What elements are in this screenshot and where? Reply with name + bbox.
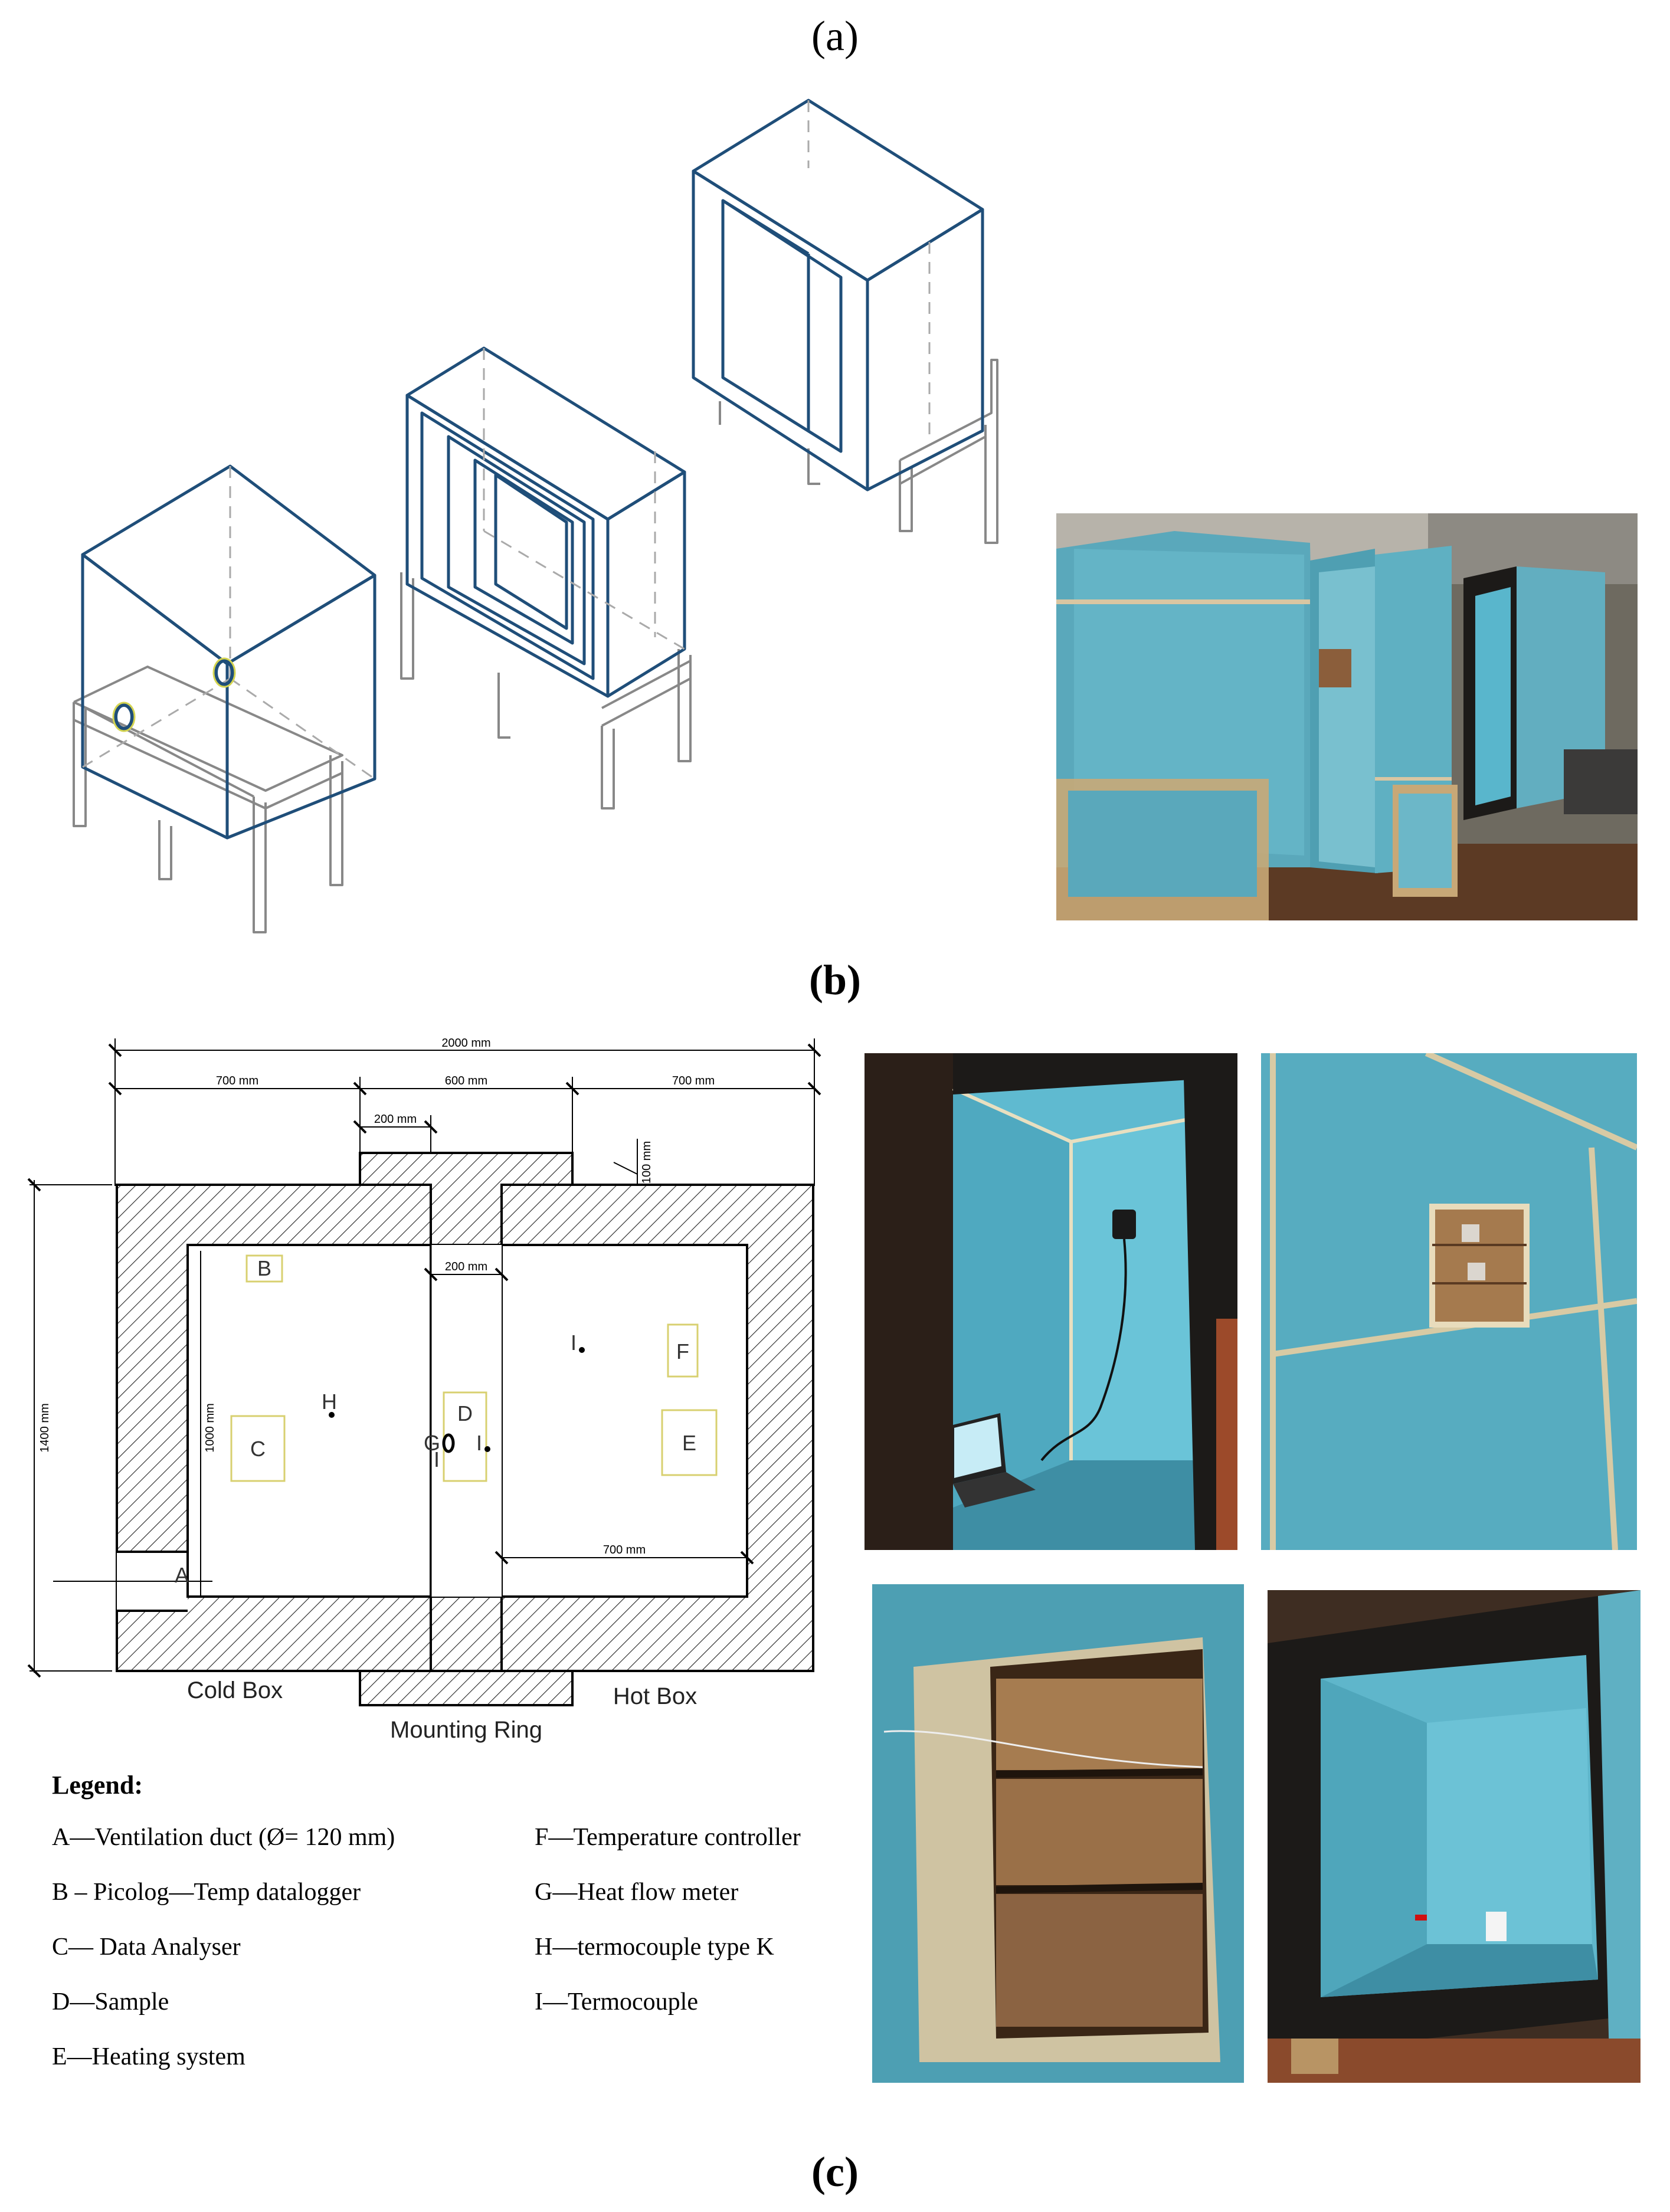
marker-c-box (230, 1415, 286, 1482)
mounting-ring-name: Mounting Ring (390, 1717, 542, 1743)
photo-sample-installed (1261, 1053, 1637, 1550)
marker-e-box (661, 1409, 718, 1476)
legend-item-b: B – Picolog—Temp datalogger (52, 1879, 361, 1906)
legend: Legend: A—Ventilation duct (Ø= 120 mm) B… (52, 1770, 866, 2089)
legend-item-c: C— Data Analyser (52, 1934, 241, 1961)
legend-item-g: G—Heat flow meter (535, 1879, 739, 1906)
section-drawing: 2000 mm 700 mm 600 mm 700 mm 200 mm 200 … (27, 1037, 821, 1743)
label-e: E (682, 1431, 696, 1455)
dim-hot: 700 mm (672, 1074, 715, 1087)
dim-ring-inner: 200 mm (445, 1260, 487, 1273)
legend-item-a: A—Ventilation duct (Ø= 120 mm) (52, 1824, 395, 1851)
label-d: D (457, 1401, 473, 1425)
cold-box-name: Cold Box (187, 1677, 283, 1703)
cold-box-iso (73, 464, 376, 933)
marker-d-box (443, 1391, 487, 1482)
legend-item-h: H—termocouple type K (535, 1934, 774, 1961)
hot-box-name: Hot Box (613, 1683, 697, 1709)
legend-item-f: F—Temperature controller (535, 1824, 801, 1851)
label-i-cold: I (434, 1447, 440, 1472)
panel-label-b: (b) (809, 956, 861, 1004)
dim-hot-inner: 700 mm (603, 1544, 646, 1556)
dim-offset: 100 mm (640, 1141, 653, 1184)
photo-hot-box-interior (1268, 1590, 1640, 2083)
dim-ring: 600 mm (445, 1074, 487, 1087)
dim-height: 1400 mm (38, 1403, 51, 1452)
isometric-boxes-drawing (73, 99, 998, 933)
label-a: A (175, 1563, 189, 1587)
marker-f-box (667, 1323, 699, 1378)
dim-inner-height: 1000 mm (204, 1403, 217, 1452)
photo-sample-closeup (872, 1584, 1244, 2083)
label-c: C (250, 1437, 266, 1461)
label-g: G (424, 1431, 440, 1455)
label-i-hot: I (571, 1331, 577, 1355)
legend-item-e: E—Heating system (52, 2043, 245, 2070)
label-b: B (257, 1256, 271, 1280)
photo-lab-boxes (1056, 513, 1638, 920)
dim-ring-step: 200 mm (374, 1113, 417, 1126)
legend-item-i: I—Termocouple (535, 1988, 698, 2016)
panel-label-a: (a) (811, 12, 859, 60)
dim-total: 2000 mm (441, 1037, 490, 1050)
panel-label-c: (c) (811, 2148, 859, 2195)
mounting-ring-iso (400, 346, 692, 810)
legend-title: Legend: (52, 1771, 143, 1800)
label-f: F (676, 1339, 689, 1364)
hot-box-iso (692, 99, 998, 544)
marker-b-box (245, 1254, 283, 1283)
legend-item-d: D—Sample (52, 1988, 169, 2016)
label-i-sample: I (476, 1431, 482, 1455)
dim-cold: 700 mm (216, 1074, 258, 1087)
photo-cold-box-interior (865, 1053, 1237, 1550)
label-h: H (322, 1390, 337, 1414)
